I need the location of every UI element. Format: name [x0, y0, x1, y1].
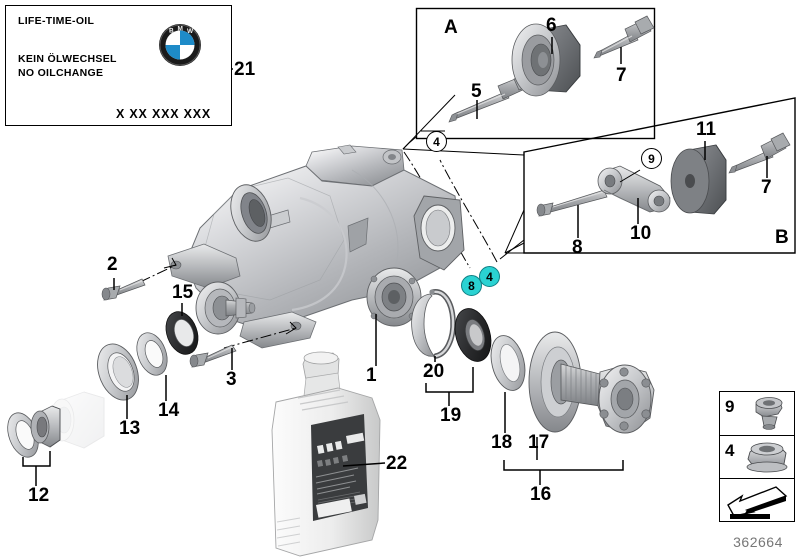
- part-12-collar-nut-and-seal-ring: [7, 405, 61, 458]
- bubble-9-sectionb[interactable]: 9: [641, 148, 662, 169]
- legend-row-9: 9: [720, 392, 794, 436]
- callout-8: 8: [572, 237, 583, 258]
- bubble-4-highlight[interactable]: 4: [479, 266, 500, 287]
- bolt-leader-lines: [139, 264, 297, 349]
- hex-flange-nut-icon: [746, 442, 788, 472]
- section-box-a: [415, 7, 656, 140]
- callout-7: 7: [616, 65, 627, 86]
- part-6-rubber-mount-bushing: [511, 23, 581, 97]
- part-7c-flange-bolt-c: [728, 132, 791, 174]
- callout-17: 17: [528, 432, 550, 453]
- callout-3: 3: [226, 369, 237, 390]
- direction-arrow-icon: [727, 486, 788, 520]
- callout-16: 16: [530, 484, 552, 505]
- callout-1: 1: [366, 365, 377, 386]
- svg-text:M: M: [178, 26, 183, 33]
- part-18-cover-disc: [490, 335, 526, 391]
- callout-22: 22: [386, 453, 408, 474]
- arrow-head-bolt-2: [163, 257, 177, 269]
- part-10-support-arm-bracket: [597, 165, 671, 213]
- part-19-seal-and-ring-set: [454, 308, 492, 362]
- part-2-hex-bolt-long: [101, 278, 146, 301]
- legend-row-4: 4: [720, 436, 794, 480]
- callout-21: 21: [234, 59, 256, 80]
- section-box-b: [523, 97, 796, 254]
- svg-text:W: W: [187, 28, 194, 35]
- diagram-part-number: 362664: [733, 534, 783, 550]
- callout-2: 2: [107, 254, 118, 275]
- bracket-16: [503, 460, 624, 485]
- callout-11: 11: [696, 119, 717, 140]
- bubble-9-leader: [619, 169, 641, 183]
- callout-19: 19: [440, 405, 462, 426]
- part-14-shim-washer: [136, 332, 168, 376]
- part-20-snap-ring: [411, 289, 456, 359]
- plate-line-3: NO OILCHANGE: [18, 67, 104, 79]
- part-11-rubber-bushing-large: [670, 144, 727, 215]
- section-label-b: B: [775, 227, 789, 248]
- legend-box: 9 4: [719, 391, 795, 522]
- callout-18: 18: [491, 432, 513, 453]
- legend-num-9: 9: [725, 397, 735, 416]
- plate-line-2: KEIN ÖLWECHSEL: [18, 53, 117, 65]
- part-7-flange-bolt-a: [593, 15, 655, 59]
- section-label-a: A: [444, 17, 458, 38]
- plate-code: X XX XXX XXX: [116, 107, 212, 121]
- callout-5: 5: [471, 81, 482, 102]
- callout-13: 13: [119, 418, 141, 439]
- callout-6: 6: [546, 15, 557, 36]
- callout-15: 15: [172, 282, 194, 303]
- part-8-flange-bolt-b: [536, 189, 608, 217]
- bubble-4-top[interactable]: 4: [426, 131, 447, 152]
- bracket-19: [425, 367, 474, 406]
- callout-14: 14: [158, 400, 180, 421]
- callout-12: 12: [28, 485, 50, 506]
- legend-row-arrow: [720, 479, 794, 523]
- callout-20: 20: [423, 361, 445, 382]
- arrow-head-bolt-3: [285, 321, 297, 335]
- oil-information-plate: LIFE-TIME-OIL KEIN ÖLWECHSEL NO OILCHANG…: [5, 5, 232, 126]
- bracket-12: [22, 451, 51, 486]
- bubble-8-highlight[interactable]: 8: [461, 275, 482, 296]
- part-22-hypoid-axle-oil-bottle: [271, 351, 386, 557]
- plate-line-1: LIFE-TIME-OIL: [18, 15, 95, 27]
- part-3-hex-bolt-short: [189, 344, 237, 368]
- legend-num-4: 4: [725, 440, 735, 460]
- callout-7b: 7: [761, 177, 772, 198]
- callout-10: 10: [630, 223, 652, 244]
- part-13-shaft-seal-large: [97, 343, 139, 401]
- part-15-shaft-seal-input: [165, 311, 199, 355]
- svg-text:B: B: [169, 28, 174, 35]
- collar-nut-flanged-icon: [755, 397, 783, 430]
- part-17-output-shaft-flange: [528, 331, 655, 434]
- bmw-roundel-logo: B M W: [159, 24, 201, 66]
